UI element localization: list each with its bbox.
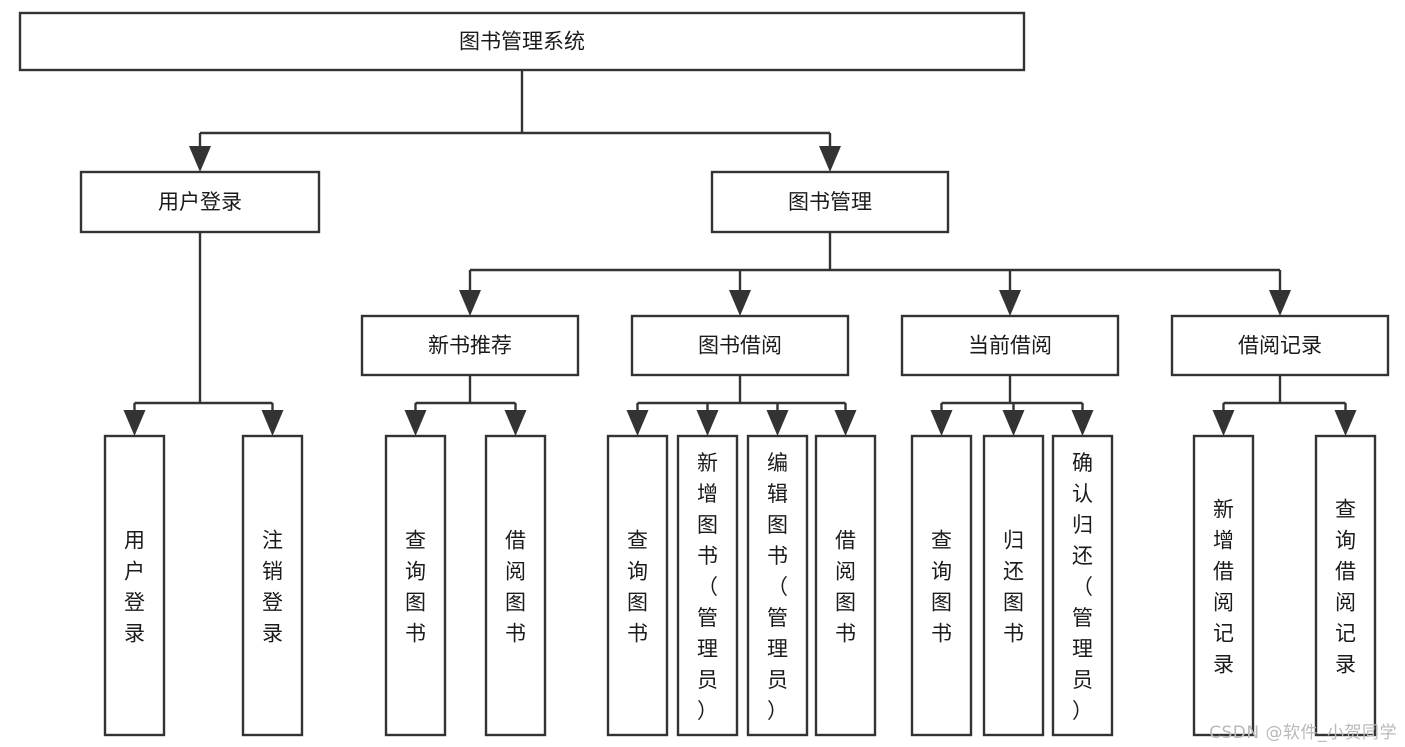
arrow-head-icon <box>999 290 1021 316</box>
node-box-leaf8[interactable] <box>814 434 877 737</box>
node-box-leaf9[interactable] <box>910 434 973 737</box>
node-box-leaf5[interactable] <box>606 434 669 737</box>
node-label-current: 当前借阅 <box>968 334 1052 358</box>
arrow-head-icon <box>261 410 284 436</box>
node-leaf6[interactable]: 新增图书（管理员） <box>676 434 739 737</box>
node-box-leaf4[interactable] <box>484 434 547 737</box>
connector-group-root <box>189 70 841 172</box>
connector-group-current <box>930 375 1094 436</box>
node-box-leaf3[interactable] <box>384 434 447 737</box>
node-box-leaf6[interactable] <box>676 434 739 737</box>
arrow-head-icon <box>1334 410 1357 436</box>
connector-group-newbook <box>404 375 527 436</box>
node-box-leaf11[interactable] <box>1051 434 1114 737</box>
node-leaf12[interactable]: 新增借阅记录 <box>1192 434 1255 737</box>
connector-group-borrow <box>626 375 857 436</box>
node-box-bookmgmt[interactable] <box>710 170 950 234</box>
arrow-head-icon <box>189 146 211 172</box>
node-record[interactable]: 借阅记录 <box>1170 314 1390 377</box>
node-label-leaf13: 查询借阅记录 <box>1335 498 1356 677</box>
node-label-leaf5: 查询图书 <box>627 529 648 646</box>
node-label-leaf9: 查询图书 <box>931 529 952 646</box>
node-leaf3[interactable]: 查询图书 <box>384 434 447 737</box>
node-label-bookmgmt: 图书管理 <box>788 190 872 214</box>
arrow-head-icon <box>123 410 146 436</box>
node-leaf5[interactable]: 查询图书 <box>606 434 669 737</box>
node-login[interactable]: 用户登录 <box>79 170 321 234</box>
node-label-leaf7: 编辑图书（管理员） <box>767 451 788 723</box>
node-label-root: 图书管理系统 <box>459 30 585 54</box>
connector-layer <box>123 70 1357 436</box>
node-label-leaf4: 借阅图书 <box>505 529 526 646</box>
node-newbook[interactable]: 新书推荐 <box>360 314 580 377</box>
node-bookmgmt[interactable]: 图书管理 <box>710 170 950 234</box>
node-label-leaf3: 查询图书 <box>405 529 426 646</box>
node-box-leaf2[interactable] <box>241 434 304 737</box>
arrow-head-icon <box>766 410 789 436</box>
node-leaf10[interactable]: 归还图书 <box>982 434 1045 737</box>
node-leaf13[interactable]: 查询借阅记录 <box>1314 434 1377 737</box>
node-label-newbook: 新书推荐 <box>428 334 512 358</box>
arrow-head-icon <box>819 146 841 172</box>
node-box-leaf12[interactable] <box>1192 434 1255 737</box>
node-box-root[interactable] <box>18 11 1026 72</box>
connector-group-record <box>1212 375 1357 436</box>
node-label-leaf11: 确认归还（管理员） <box>1072 451 1093 723</box>
node-box-borrow[interactable] <box>630 314 850 377</box>
node-current[interactable]: 当前借阅 <box>900 314 1120 377</box>
arrow-head-icon <box>459 290 481 316</box>
node-box-leaf1[interactable] <box>103 434 166 737</box>
node-borrow[interactable]: 图书借阅 <box>630 314 850 377</box>
node-leaf7[interactable]: 编辑图书（管理员） <box>746 434 809 737</box>
node-leaf9[interactable]: 查询图书 <box>910 434 973 737</box>
arrow-head-icon <box>1002 410 1025 436</box>
node-layer: 图书管理系统用户登录图书管理新书推荐图书借阅当前借阅借阅记录用户登录注销登录查询… <box>18 11 1390 737</box>
arrow-head-icon <box>834 410 857 436</box>
arrow-head-icon <box>504 410 527 436</box>
node-box-record[interactable] <box>1170 314 1390 377</box>
node-box-leaf7[interactable] <box>746 434 809 737</box>
arrow-head-icon <box>930 410 953 436</box>
node-label-leaf2: 注销登录 <box>262 529 283 646</box>
arrow-head-icon <box>729 290 751 316</box>
node-box-leaf10[interactable] <box>982 434 1045 737</box>
node-label-record: 借阅记录 <box>1238 334 1322 358</box>
arrow-head-icon <box>1071 410 1094 436</box>
arrow-head-icon <box>1269 290 1291 316</box>
arrow-head-icon <box>626 410 649 436</box>
node-label-leaf8: 借阅图书 <box>835 529 856 646</box>
node-label-borrow: 图书借阅 <box>698 334 782 358</box>
node-box-current[interactable] <box>900 314 1120 377</box>
node-box-newbook[interactable] <box>360 314 580 377</box>
connector-group-login <box>123 232 284 436</box>
arrow-head-icon <box>404 410 427 436</box>
node-label-leaf6: 新增图书（管理员） <box>697 451 718 723</box>
arrow-head-icon <box>1212 410 1235 436</box>
node-box-login[interactable] <box>79 170 321 234</box>
node-label-leaf1: 用户登录 <box>124 529 145 646</box>
node-leaf4[interactable]: 借阅图书 <box>484 434 547 737</box>
node-leaf11[interactable]: 确认归还（管理员） <box>1051 434 1114 737</box>
node-leaf1[interactable]: 用户登录 <box>103 434 166 737</box>
node-label-leaf12: 新增借阅记录 <box>1213 498 1234 677</box>
node-box-leaf13[interactable] <box>1314 434 1377 737</box>
arrow-head-icon <box>696 410 719 436</box>
node-label-leaf10: 归还图书 <box>1003 529 1024 646</box>
node-root[interactable]: 图书管理系统 <box>18 11 1026 72</box>
connector-group-bookmgmt <box>459 232 1291 316</box>
node-leaf8[interactable]: 借阅图书 <box>814 434 877 737</box>
node-leaf2[interactable]: 注销登录 <box>241 434 304 737</box>
node-label-login: 用户登录 <box>158 190 242 214</box>
